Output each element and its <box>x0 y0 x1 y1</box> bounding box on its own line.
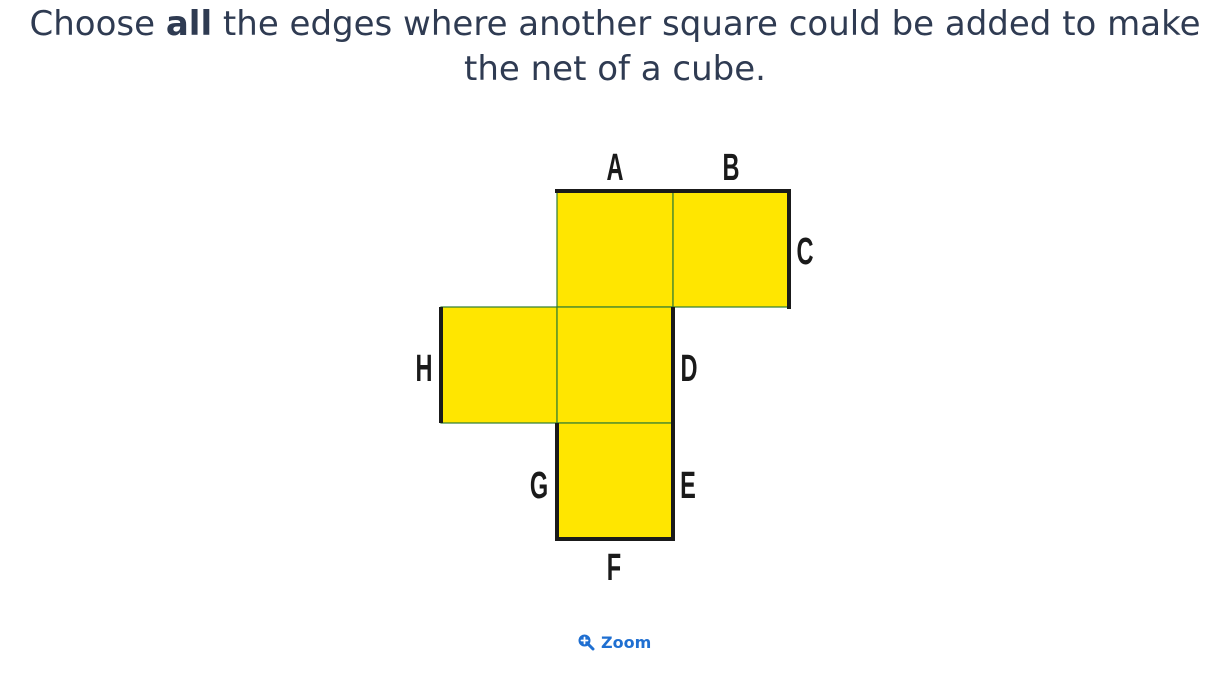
question-suffix: the edges where another square could be … <box>212 4 1201 89</box>
edge-label-b: B <box>722 145 739 188</box>
net-square-top-right <box>672 190 790 308</box>
edge-label-d: D <box>680 346 697 389</box>
edge-label-f: F <box>607 545 621 588</box>
net-square-bottom <box>556 422 674 540</box>
edge-label-g: G <box>530 463 548 506</box>
edge-label-c: C <box>796 229 813 272</box>
edge-label-e: E <box>680 463 696 506</box>
question-emphasis: all <box>165 4 213 44</box>
net-square-middle <box>556 306 674 424</box>
edge-label-a: A <box>606 145 623 188</box>
edge-label-h: H <box>415 346 432 389</box>
question-prefix: Choose <box>29 4 166 44</box>
net-square-top-left <box>556 190 674 308</box>
zoom-in-icon <box>578 634 595 651</box>
zoom-label: Zoom <box>601 632 652 652</box>
question-prompt: Choose all the edges where another squar… <box>20 2 1210 92</box>
zoom-button[interactable]: Zoom <box>577 627 651 657</box>
net-square-middle-left <box>440 306 558 424</box>
